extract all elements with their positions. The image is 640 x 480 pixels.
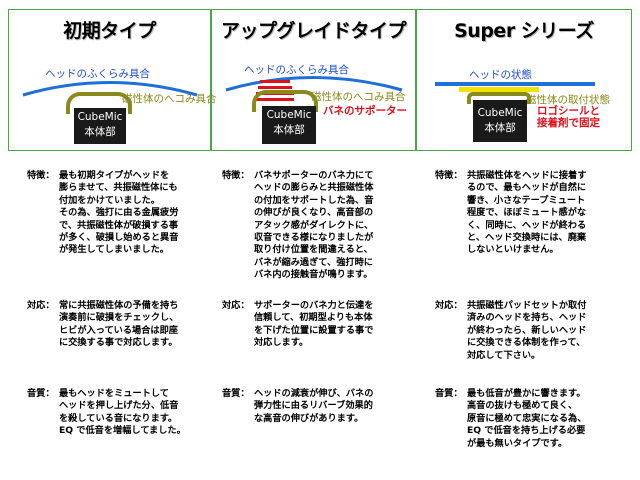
sound-text: 最もヘッドをミュートして ヘッドを押し上げた分、低音 を殺している音になります。… [59,388,186,437]
sound-label: 音質： [27,388,55,399]
magnet-arch [66,92,132,114]
feature-label: 特徴： [27,170,55,181]
magnet-label: 磁性体のへコみ具合 [122,93,217,105]
panel-title: Super シリーズ [454,20,594,42]
magnet-arch [252,90,318,112]
response-label: 対応： [435,300,463,311]
feature-row: 特徴： 共振磁性体をヘッドに接着す るので、最もヘッドが自然に 響き、小さなテー… [435,170,586,257]
response-row: 対応： 常に共振磁性体の予備を持ち 演奏前に破損をチェックし、 ヒビが入っている… [27,300,178,350]
tape-label-line-2: 接着剤で固定 [537,117,600,129]
feature-label: 特徴： [222,170,250,181]
body-line-2: 本体部 [84,126,116,138]
sound-text: ヘッドの減衰が伸び、バネの 弾力性に由るリバーブ効果的 な高音の伸びがあります。 [254,388,374,424]
head-label: ヘッドの状態 [469,69,532,81]
cubemic-body: CubeMic 本体部 [262,106,316,144]
panel-super-series: Super シリーズ ヘッドの状態 磁性体の取付状態 ロゴシールと 接着剤で固定… [416,9,632,151]
magnet-label: 磁性体のへコみ具合 [311,91,406,103]
response-text: サポーターのバネ力と伝達を 信頼して、初期型よりも本体 を下げた位置に設置する事… [254,300,374,349]
tape-label-line-1: ロゴシールと [537,105,600,117]
sound-label: 音質： [435,388,463,399]
sound-row: 音質： ヘッドの減衰が伸び、バネの 弾力性に由るリバーブ効果的 な高音の伸びがあ… [222,388,373,425]
response-label: 対応： [222,300,250,311]
magnet-label: 磁性体の取付状態 [526,94,610,106]
response-row: 対応： サポーターのバネ力と伝達を 信頼して、初期型よりも本体 を下げた位置に設… [222,300,373,350]
head-label: ヘッドのふくらみ具合 [45,68,150,80]
head-curve [22,81,198,97]
adhesive-tape [459,87,539,92]
sound-row: 音質： 最も低音が豊かに響きます。 高音の抜けも極めて良く、 原音に極めて忠実に… [435,388,586,450]
response-row: 対応： 共振磁性パッドセットか取付 済みのヘッドを持ち、ヘッド が終わったら、新… [435,300,586,362]
panel-initial-type: 初期タイプ ヘッドのふくらみ具合 磁性体のへコみ具合 CubeMic 本体部 [8,9,217,151]
cubemic-body: CubeMic 本体部 [473,100,527,142]
panel-upgrade-type: アップグレイドタイプ ヘッドのふくらみ具合 磁性体のへコみ具合 バネのサポーター… [211,9,416,151]
feature-text: バネサポーターのバネ力にて ヘッドの膨らみと共振磁性体 の付加をサポートした為、… [254,170,374,281]
body-line-1: CubeMic [77,111,123,123]
magnet-arch [467,92,531,104]
head-flat-diagram [435,82,595,92]
body-line-1: CubeMic [266,109,312,121]
head-curve-diagram [22,81,198,97]
feature-text: 共振磁性体をヘッドに接着す るので、最もヘッドが自然に 響き、小さなテープミュー… [467,170,587,256]
response-label: 対応： [27,300,55,311]
head-line [435,82,595,86]
sound-row: 音質： 最もヘッドをミュートして ヘッドを押し上げた分、低音 を殺している音にな… [27,388,186,438]
cubemic-body: CubeMic 本体部 [74,108,126,144]
feature-text: 最も初期タイプがヘッドを 膨らませて、共振磁性体にも 付加をかけていました。 そ… [59,170,179,256]
tape-label: ロゴシールと 接着剤で固定 [537,105,600,129]
body-line-2: 本体部 [484,122,516,134]
sound-text: 最も低音が豊かに響きます。 高音の抜けも極めて良く、 原音に極めて忠実になる為、… [467,388,587,449]
feature-row: 特徴： 最も初期タイプがヘッドを 膨らませて、共振磁性体にも 付加をかけていまし… [27,170,178,257]
panel-title: アップグレイドタイプ [220,20,407,42]
body-line-1: CubeMic [477,107,523,119]
response-text: 常に共振磁性体の予備を持ち 演奏前に破損をチェックし、 ヒビが入っている場合は即… [59,300,179,349]
response-text: 共振磁性パッドセットか取付 済みのヘッドを持ち、ヘッド が終わったら、新しいヘッ… [467,300,587,361]
feature-label: 特徴： [435,170,463,181]
feature-row: 特徴： バネサポーターのバネ力にて ヘッドの膨らみと共振磁性体 の付加をサポート… [222,170,373,282]
sound-label: 音質： [222,388,250,399]
spring-label: バネのサポーター [323,105,407,117]
head-curve [225,76,403,92]
body-line-2: 本体部 [273,124,305,136]
panel-title: 初期タイプ [63,20,156,42]
head-label: ヘッドのふくらみ具合 [244,64,349,76]
